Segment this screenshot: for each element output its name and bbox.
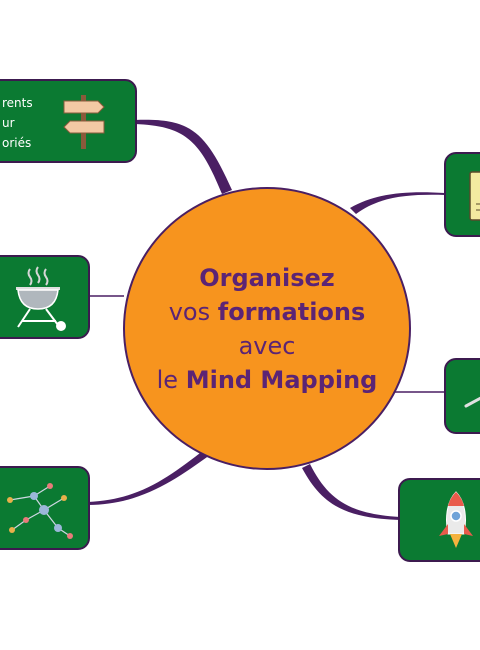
central-topic: Organisez vos formations avec le Mind Ma…: [123, 187, 411, 470]
link-bottom-right: [302, 464, 400, 520]
central-topic-line1: Organisez: [199, 263, 335, 292]
network-graph-icon: [7, 483, 73, 539]
central-topic-line2: vos formations: [169, 295, 366, 329]
link-top-right: [350, 192, 445, 214]
line-tool-icon: [464, 396, 480, 408]
node-mid-left[interactable]: [0, 255, 90, 339]
node-bottom-right[interactable]: [398, 478, 480, 562]
notepad-icon: [469, 171, 480, 221]
link-top-left: [135, 119, 232, 194]
node-bottom-left[interactable]: [0, 466, 90, 550]
rocket-icon: [439, 491, 473, 548]
link-bottom-left: [88, 450, 210, 505]
node-top-left-text-line2: ur: [2, 116, 15, 130]
signpost-icon: [63, 95, 105, 149]
central-topic-line2-bold: formations: [217, 297, 366, 326]
node-top-left[interactable]: rents ur oriés: [0, 79, 137, 163]
central-topic-line4-pre: le: [156, 365, 179, 394]
central-topic-line4: le Mind Mapping: [157, 363, 378, 397]
central-topic-line2-pre: vos: [168, 297, 211, 326]
node-mid-right[interactable]: [444, 358, 480, 434]
central-topic-line3: avec: [239, 329, 296, 363]
node-top-left-text-line1: rents: [2, 96, 33, 110]
node-top-left-text: rents ur oriés: [2, 93, 33, 153]
barbecue-grill-icon: [16, 266, 66, 331]
central-topic-line4-bold: Mind Mapping: [185, 365, 378, 394]
node-top-right[interactable]: [444, 152, 480, 237]
node-top-left-text-line3: oriés: [2, 136, 32, 150]
central-topic-line3-text: avec: [238, 331, 296, 360]
